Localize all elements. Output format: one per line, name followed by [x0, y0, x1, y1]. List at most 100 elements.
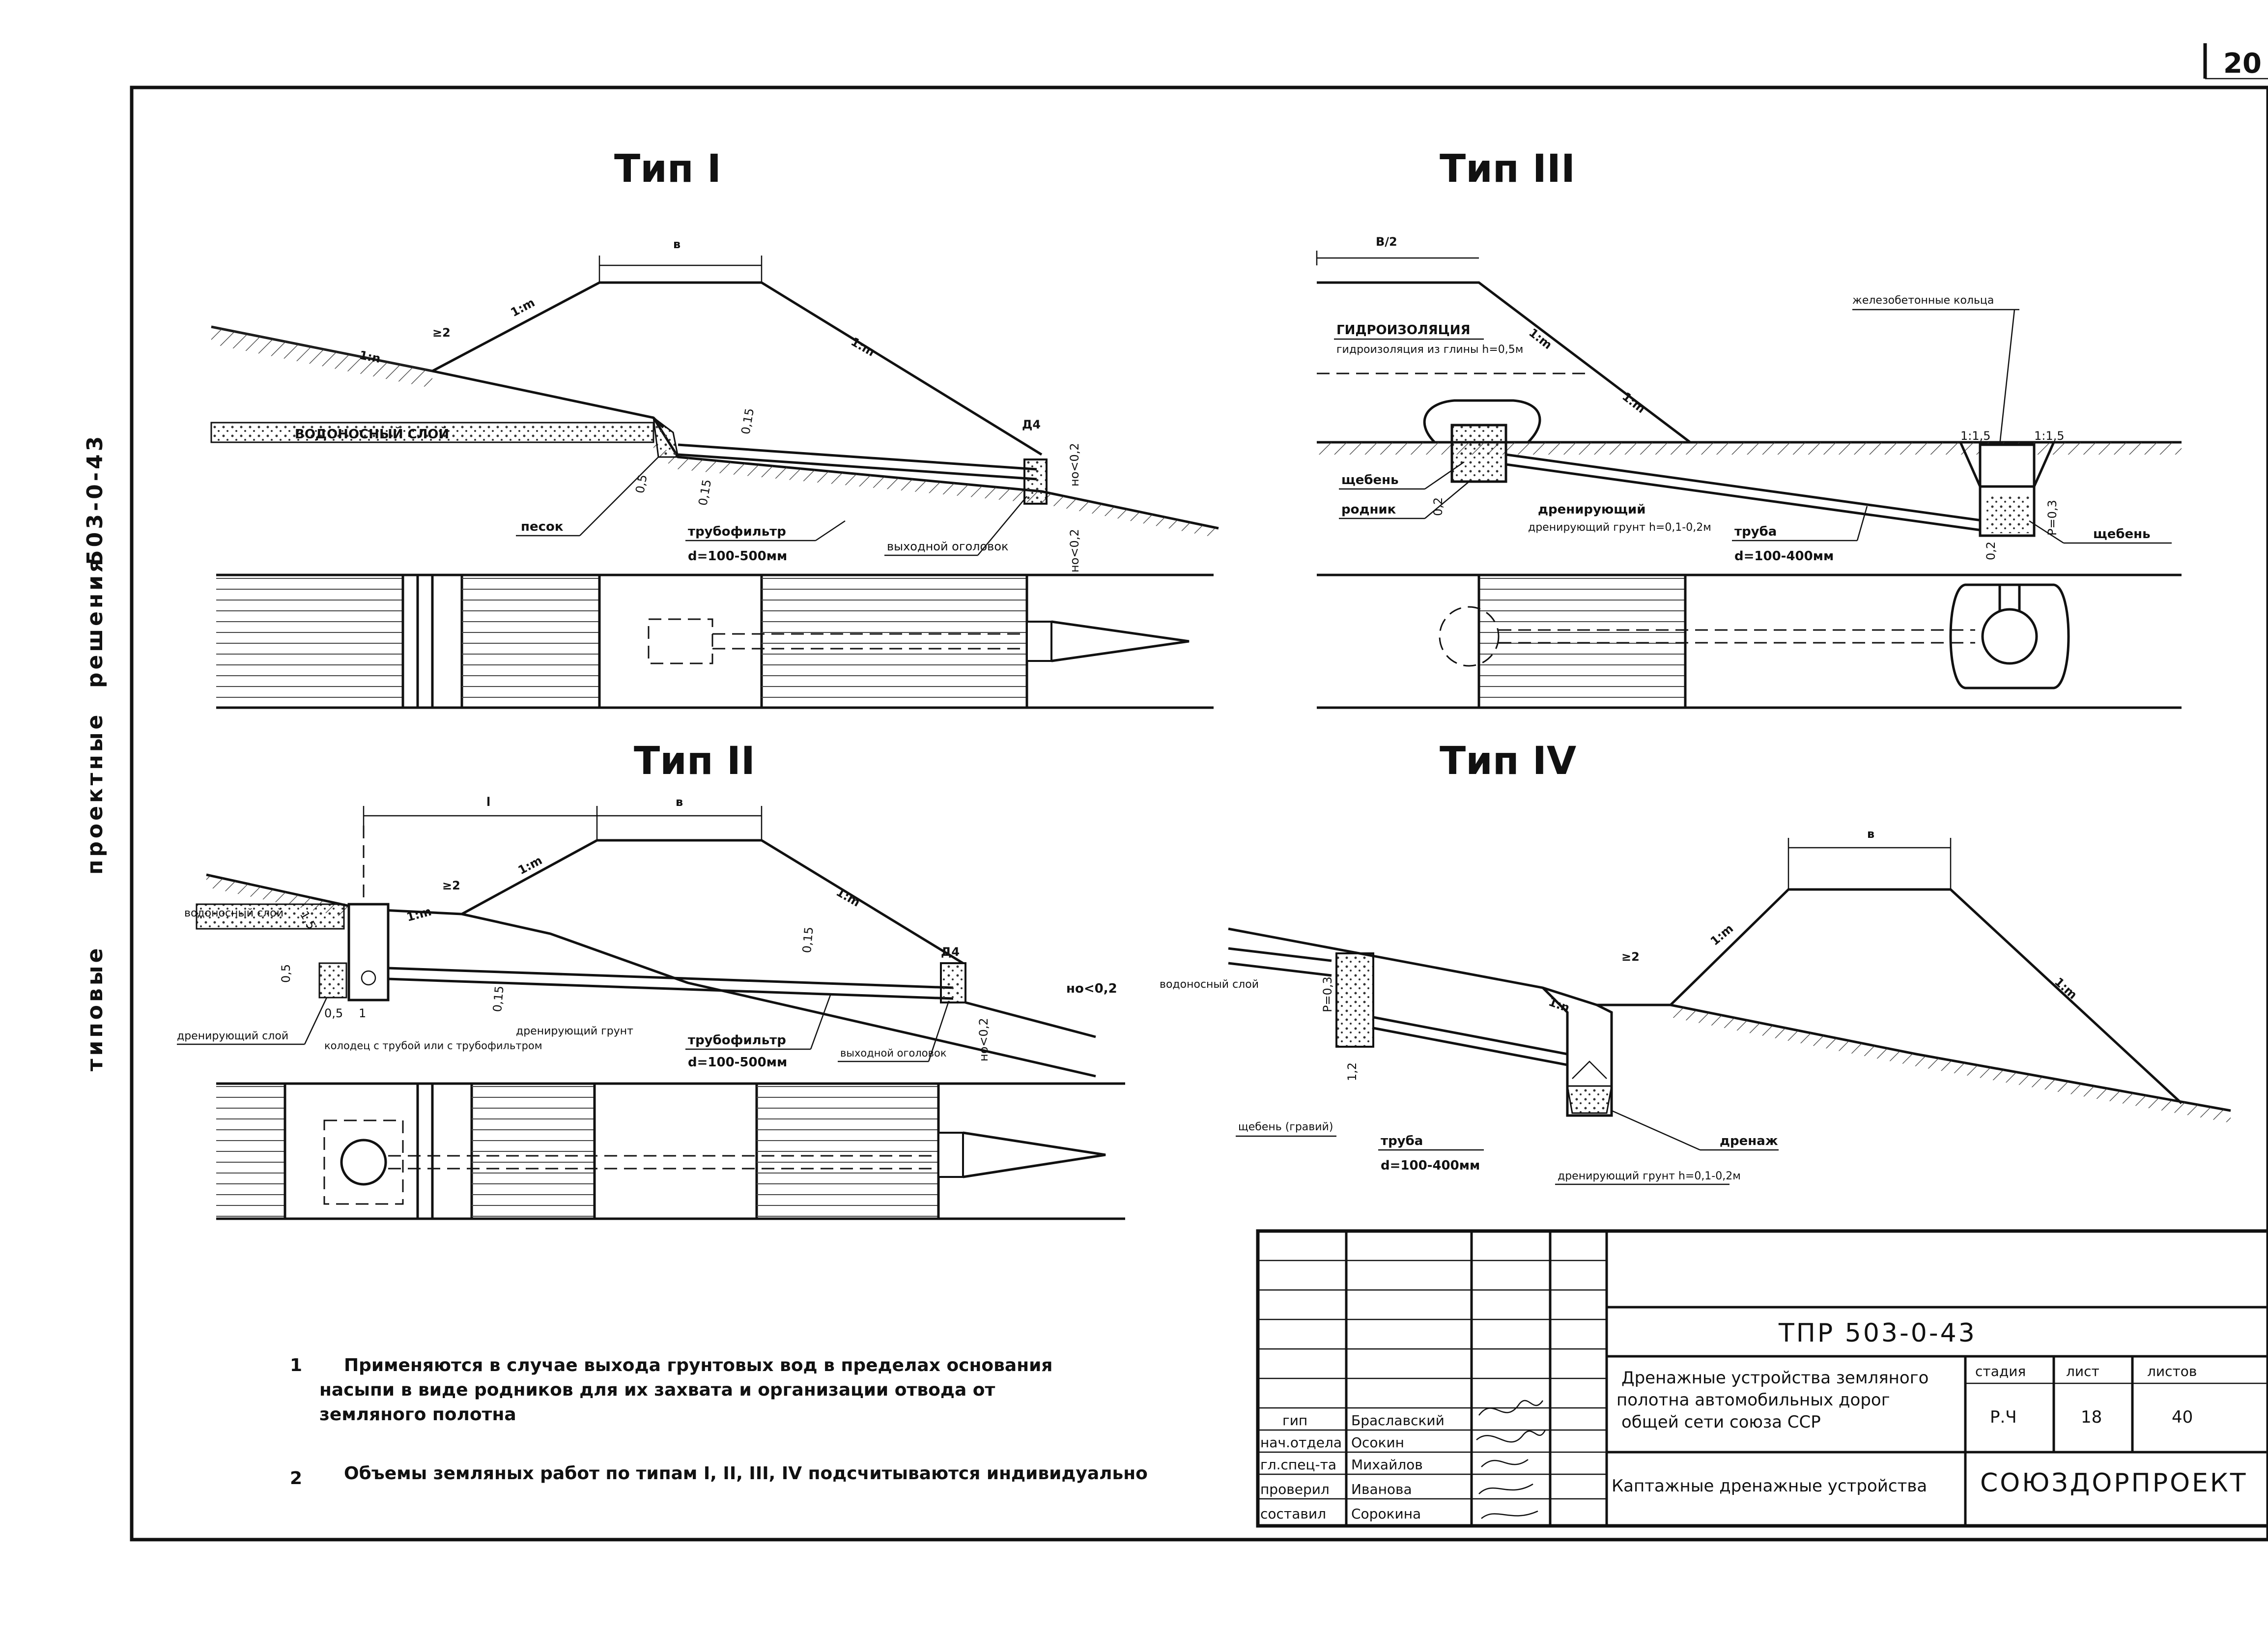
type-3-hydro-label: гидроизоляция из глины h=0,5м	[1336, 344, 1523, 356]
type-4-ge2: ≥2	[1621, 950, 1640, 964]
type-2-i015: 0,15	[800, 926, 816, 954]
type-1-drawing: Тип I в ВОДОНОСНЫЙ СЛОЙ 1:m 1:m 1:n ≥2 Д…	[210, 147, 1219, 709]
type-1-outlet-label: выходной оголовок	[887, 540, 1009, 553]
type-4-aquifer-label: водоносный слой	[1160, 978, 1259, 991]
type-1-h02b: но<0,2	[1068, 529, 1081, 573]
note-2-line-1: Объемы земляных работ по типам I, II, II…	[344, 1463, 1148, 1484]
type-2-d05b: 0,5	[324, 1006, 343, 1020]
type-4-pipe-d: d=100-400мм	[1381, 1158, 1480, 1173]
type-1-slope-right: 1:m	[849, 335, 877, 359]
type-3-title: Тип III	[1440, 147, 1575, 191]
type-1-crest-width: в	[673, 237, 680, 251]
page-number-box: 20	[2203, 43, 2268, 80]
note-2-number: 2	[290, 1468, 302, 1489]
stamp-org: СОЮЗДОРПРОЕКТ	[1980, 1468, 2248, 1498]
note-1-line-3: земляного полотна	[319, 1404, 516, 1425]
stamp-role-4: проверил	[1260, 1481, 1330, 1497]
note-1-line-1: Применяются в случае выхода грунтовых во…	[344, 1355, 1052, 1375]
type-4-gravel-label: щебень (гравий)	[1238, 1121, 1333, 1133]
type-2-h02b: но<0,2	[977, 1018, 991, 1061]
title-block: ТПР 503-0-43 Дренажные устройства землян…	[1256, 1229, 2268, 1528]
stamp-name-1: Браславский	[1351, 1412, 1445, 1429]
type-1-pipe-d: d=100-500мм	[688, 549, 787, 564]
type-3-gravel2-label: щебень	[2093, 527, 2151, 542]
type-3-pipe-label: труба	[1734, 524, 1777, 539]
type-2-aquifer-label: водоносный слой	[184, 907, 284, 919]
type-4-pipe-label: труба	[1381, 1134, 1423, 1148]
side-title-word-1: типовые	[83, 945, 108, 1071]
note-1-number: 1	[290, 1355, 302, 1375]
stamp-name-4: Иванова	[1351, 1481, 1412, 1497]
type-3-drain-soil-1: дренирующий	[1538, 502, 1645, 517]
stamp-header-sheets: листов	[2147, 1363, 2197, 1379]
type-2-pipe-d: d=100-500мм	[688, 1055, 787, 1070]
type-2-drain-layer-label: дренирующий слой	[177, 1030, 288, 1042]
type-4-slope-b: 1:m	[2052, 975, 2080, 1002]
type-3-hydro-1: ГИДРОИЗОЛЯЦИЯ	[1336, 323, 1471, 338]
stamp-name-3: Михайлов	[1351, 1457, 1423, 1473]
type-1-h02: но<0,2	[1068, 443, 1081, 487]
type-3-rings-label: железобетонные кольца	[1852, 294, 1994, 307]
type-1-title: Тип I	[614, 147, 721, 191]
type-2-d4: Д4	[941, 945, 960, 959]
side-title-word-2: проектные	[83, 712, 108, 875]
stamp-sheet-title: Каптажные дренажные устройства	[1612, 1476, 1927, 1496]
type-1-slope-left: 1:m	[509, 295, 537, 319]
type-3-drawing: Тип III В/2 1:m 1:m ГИДРОИЗОЛЯЦИЯ гидрои…	[1316, 147, 2182, 709]
side-title: типовые проектные решения 503-0-43	[83, 433, 108, 1071]
type-1-plan	[216, 573, 1214, 709]
type-3-h03: Р=0,3	[2045, 500, 2059, 536]
stamp-header-stage: стадия	[1975, 1363, 2026, 1379]
type-3-v02b: 0,2	[1984, 542, 1998, 560]
type-1-i015: 0,15	[738, 407, 757, 435]
stamp-header-sheet: лист	[2066, 1363, 2099, 1379]
type-3-spring-label: родник	[1341, 502, 1396, 517]
type-2-drawing: Тип II l в 1:m 1:m 1:m ≥2 водоносный сло…	[177, 739, 1125, 1220]
stamp-role-5: составил	[1260, 1506, 1326, 1522]
stamp-value-stage: Р.Ч	[1990, 1407, 2017, 1427]
type-2-b: в	[676, 795, 683, 809]
type-3-r15: 1:1,5	[1960, 429, 1991, 443]
type-4-h03: Р=0,3	[1321, 976, 1334, 1012]
type-2-drain-soil-label: дренирующий грунт	[516, 1025, 633, 1037]
note-1-line-2: насыпи в виде родников для их захвата и …	[319, 1380, 995, 1400]
type-3-r15b: 1:1,5	[2034, 429, 2065, 443]
type-2-outlet-label: выходной оголовок	[840, 1047, 947, 1059]
type-4-slope-c: 1:n	[1547, 995, 1571, 1015]
side-title-code: 503-0-43	[83, 433, 108, 565]
type-2-title: Тип II	[634, 739, 755, 783]
type-3-plan	[1317, 573, 2182, 709]
stamp-role-3: гл.спец-та	[1260, 1457, 1336, 1473]
type-2-slope-c: 1:m	[405, 904, 433, 924]
stamp-role-1: гип	[1282, 1412, 1307, 1429]
type-2-d1: 1	[359, 1006, 366, 1020]
stamp-name-5: Сорокина	[1351, 1506, 1421, 1522]
type-1-i05: 0,5	[633, 474, 650, 494]
stamp-role-2: нач.отдела	[1260, 1434, 1342, 1451]
type-2-l: l	[486, 795, 490, 809]
type-4-v12: 1,2	[1345, 1062, 1359, 1081]
stamp-name-2: Осокин	[1351, 1434, 1404, 1451]
type-2-i015b: 0,15	[490, 985, 507, 1013]
page-number: 20	[2223, 48, 2262, 80]
type-4-drain-soil-label: дренирующий грунт h=0,1-0,2м	[1558, 1170, 1741, 1182]
type-4-title: Тип IV	[1440, 739, 1576, 783]
type-2-pipefilter-label: трубофильтр	[688, 1033, 786, 1048]
type-2-slope-b: 1:m	[834, 885, 862, 910]
stamp-value-sheet: 18	[2081, 1407, 2102, 1427]
type-1-pipefilter-label: трубофильтр	[688, 524, 786, 539]
type-3-pipe-d: d=100-400мм	[1734, 549, 1834, 564]
type-2-d05: 0,5	[279, 964, 293, 983]
notes: 1 Применяются в случае выхода грунтовых …	[290, 1355, 1148, 1489]
type-1-sand-label: песок	[521, 519, 564, 534]
type-3-half-width: В/2	[1376, 235, 1397, 249]
type-1-d4: Д4	[1022, 418, 1041, 431]
type-3-gravel-label: щебень	[1341, 473, 1399, 487]
type-1-v015: 0,15	[696, 479, 714, 507]
sheet-frame	[130, 86, 2268, 1542]
type-2-slope-a: 1:m	[516, 853, 544, 877]
type-3-slope-a: 1:m	[1526, 326, 1555, 352]
stamp-value-sheets: 40	[2172, 1407, 2193, 1427]
stamp-desc-2: полотна автомобильных дорог	[1616, 1390, 1890, 1410]
